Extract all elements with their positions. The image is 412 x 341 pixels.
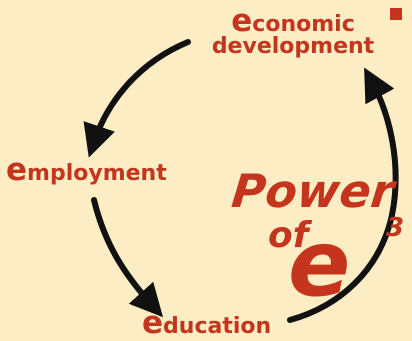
employment-rest: mployment bbox=[27, 161, 167, 186]
economic-rest: conomic bbox=[252, 12, 355, 37]
node-economic-development: economic development bbox=[203, 6, 383, 58]
square-bullet-icon bbox=[390, 8, 402, 20]
logo-exponent: 3 bbox=[386, 213, 405, 243]
employment-initial: e bbox=[6, 152, 28, 188]
arrow-employment-to-education bbox=[91, 197, 164, 318]
node-employment: employment bbox=[6, 155, 167, 186]
education-rest: ducation bbox=[163, 314, 272, 339]
education-initial: e bbox=[142, 305, 164, 341]
economic-initial: e bbox=[231, 3, 253, 39]
logo-power-word: Power bbox=[229, 164, 397, 218]
arrow-education-to-economic bbox=[287, 67, 399, 323]
node-education: education bbox=[142, 308, 271, 339]
arrow-economic-to-employment bbox=[83, 39, 191, 158]
economic-line2: development bbox=[211, 34, 375, 59]
logo-of-word: of bbox=[268, 215, 309, 256]
logo-e-letter: e bbox=[288, 210, 351, 317]
